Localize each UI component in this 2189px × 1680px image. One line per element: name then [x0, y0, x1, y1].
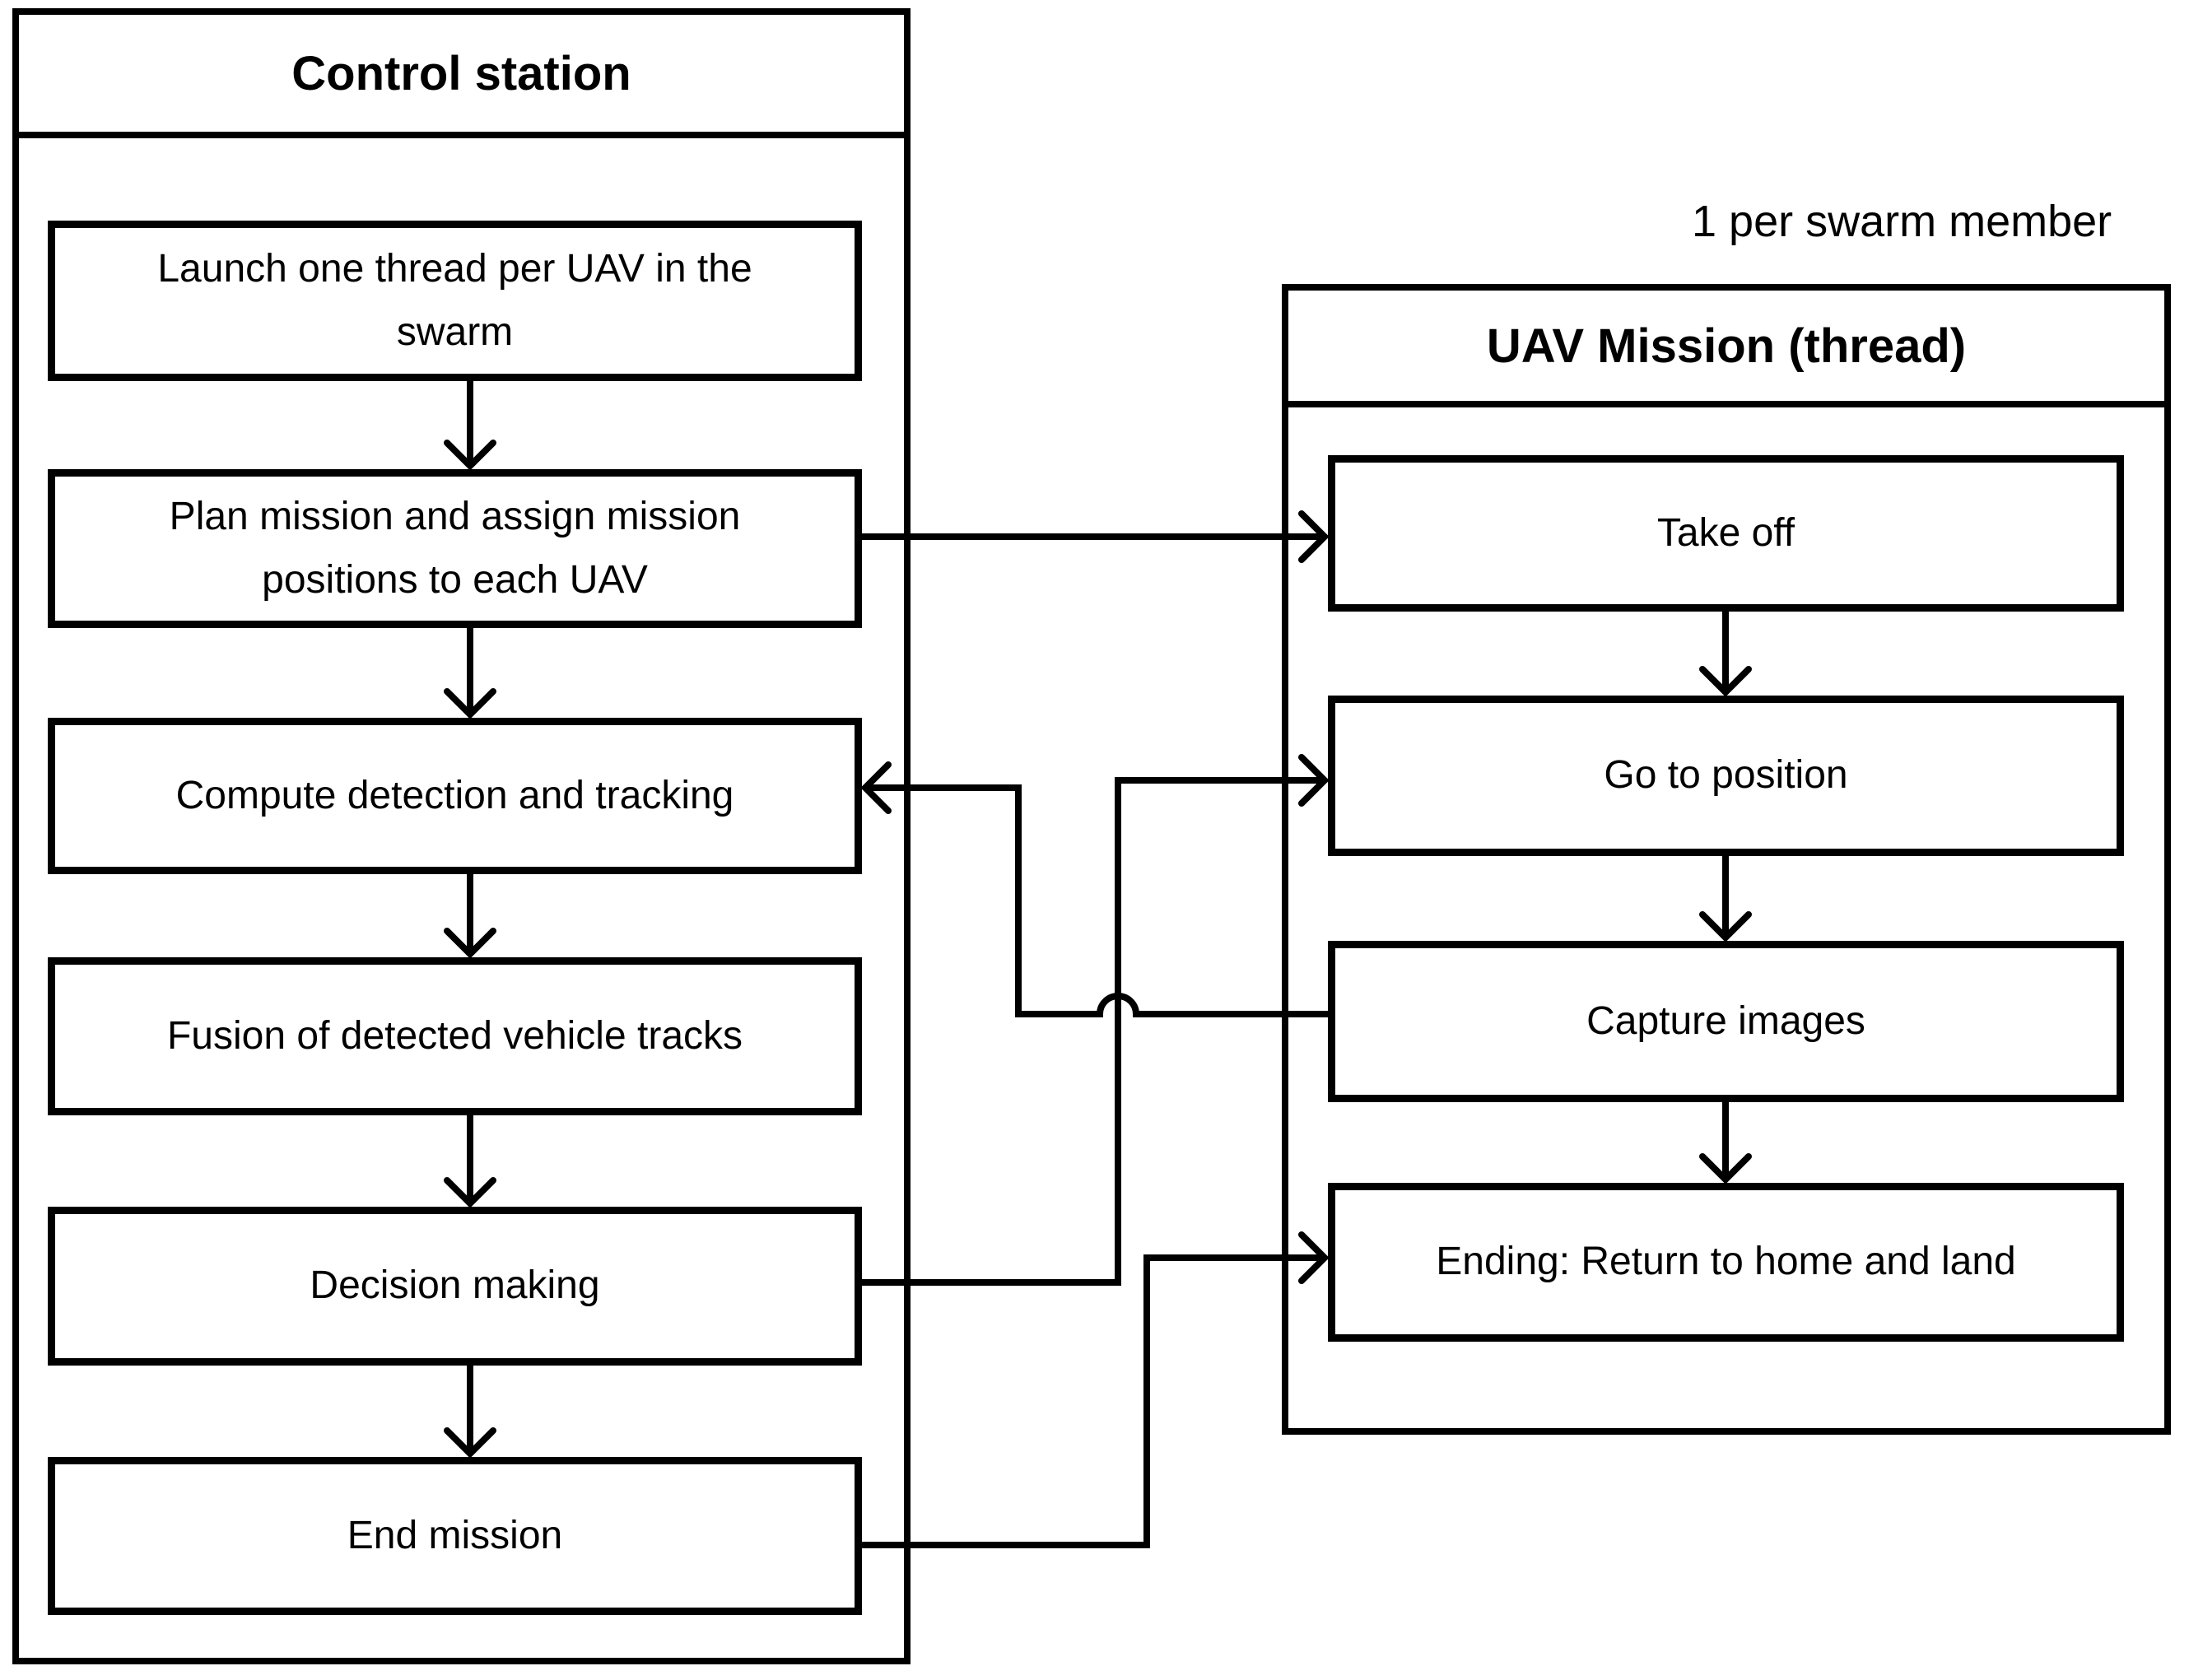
step-fusion-tracks-label: Fusion of detected vehicle tracks: [166, 1013, 743, 1058]
step-compute-detection: Compute detection and tracking: [48, 718, 862, 874]
step-capture-images-label: Capture images: [1586, 998, 1865, 1043]
step-decision-making-label: Decision making: [310, 1263, 600, 1308]
step-ending-return-label: Ending: Return to home and land: [1436, 1240, 2016, 1284]
arrow-endmission-to-ending: [862, 1231, 1330, 1548]
step-take-off-label: Take off: [1656, 510, 1795, 555]
step-launch-threads: Launch one thread per UAV in the swarm: [48, 221, 862, 381]
step-end-mission-label: End mission: [347, 1513, 563, 1557]
step-compute-detection-label: Compute detection and tracking: [175, 773, 734, 817]
swarm-member-annotation: 1 per swarm member: [1692, 196, 2112, 247]
step-launch-threads-label: Launch one thread per UAV in the swarm: [157, 246, 752, 354]
uav-mission-header: UAV Mission (thread): [1288, 291, 2164, 407]
step-go-to-position-label: Go to position: [1604, 753, 1848, 798]
step-fusion-tracks: Fusion of detected vehicle tracks: [48, 957, 862, 1115]
control-station-header: Control station: [19, 15, 904, 138]
step-take-off: Take off: [1328, 455, 2124, 612]
step-capture-images: Capture images: [1328, 941, 2124, 1102]
step-plan-mission: Plan mission and assign mission position…: [48, 469, 862, 628]
uav-mission-title: UAV Mission (thread): [1486, 319, 1967, 373]
swarm-member-annotation-label: 1 per swarm member: [1692, 197, 2112, 246]
control-station-title: Control station: [291, 46, 631, 100]
step-go-to-position: Go to position: [1328, 696, 2124, 856]
step-ending-return: Ending: Return to home and land: [1328, 1183, 2124, 1342]
step-plan-mission-label: Plan mission and assign mission position…: [169, 494, 741, 602]
arrow-capture-to-compute: [860, 761, 1328, 1017]
step-decision-making: Decision making: [48, 1207, 862, 1366]
arrow-decision-to-goto: [862, 754, 1330, 1286]
step-end-mission: End mission: [48, 1457, 862, 1615]
